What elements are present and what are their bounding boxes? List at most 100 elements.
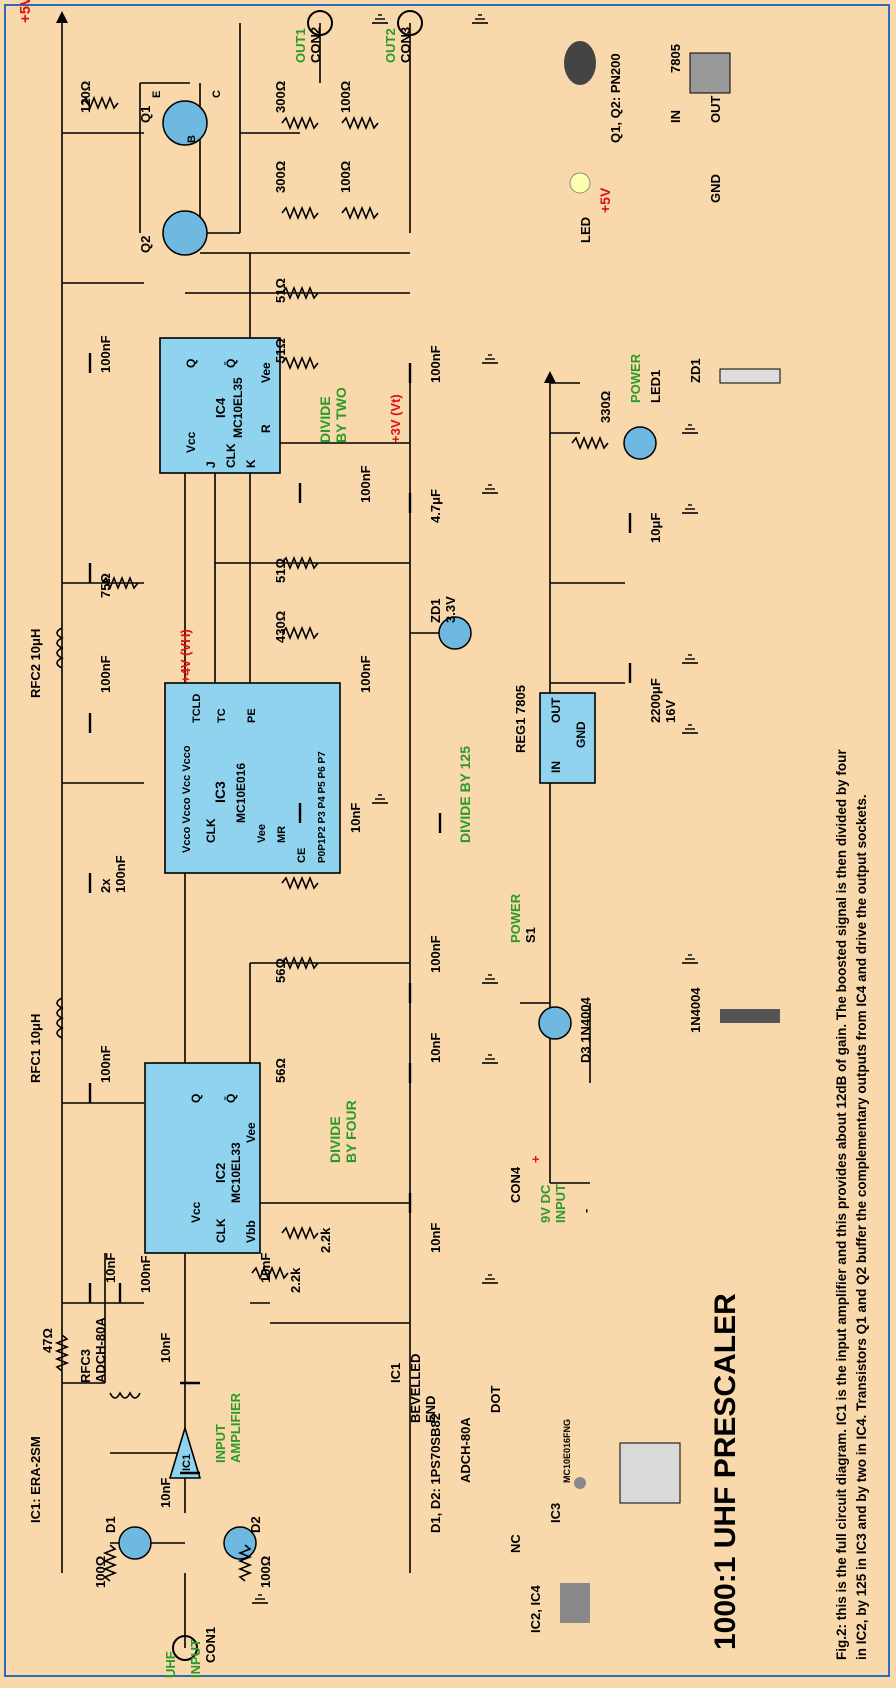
ic4-vee: Vee	[259, 362, 273, 383]
pinout-pictures	[560, 41, 781, 1623]
ic4-j: J	[204, 461, 218, 468]
zd1-symbol	[438, 616, 472, 650]
label-c10nf-ic3: 10nF	[348, 803, 363, 833]
label-r51-a: 51Ω	[273, 558, 288, 583]
ic3-ref: IC3	[212, 781, 228, 803]
label-ic1-amp1: INPUT	[213, 1424, 228, 1463]
label-r430: 430Ω	[273, 611, 288, 643]
pinout-nc: NC	[508, 1534, 523, 1553]
ic4-part: MC10EL35	[231, 377, 245, 438]
label-r100-o2: 100Ω	[338, 81, 353, 113]
con1-connector	[172, 1635, 198, 1661]
zd1-body	[719, 368, 781, 384]
label-c10nf-c: 10nF	[158, 1333, 173, 1363]
ic4-vcc: Vcc	[184, 431, 198, 453]
label-r100-2: 100Ω	[258, 1556, 273, 1588]
label-r75: 75Ω	[98, 573, 113, 598]
label-rfc1: RFC1 10μH	[28, 1014, 43, 1083]
ic3-divide: DIVIDE BY 125	[457, 746, 473, 843]
pinout-zd1: ZD1	[688, 358, 703, 383]
label-con1: CON1	[203, 1627, 218, 1663]
ic3-tc: TC	[216, 708, 228, 723]
ic3-bottom-row: P0P1P2 P3 P4 P5 P6 P7	[317, 751, 328, 863]
1n4004-body	[720, 1009, 780, 1023]
label-input: INPUT	[188, 1639, 203, 1678]
ic2-vbb: Vbb	[244, 1220, 258, 1243]
rail-vt: +3V (Vt)	[388, 394, 403, 443]
label-q2: Q2	[138, 236, 153, 253]
label-d3: D3 1N4004	[578, 996, 593, 1063]
ic1-triangle	[168, 1425, 202, 1479]
rail-vh: +4V (VH)	[178, 629, 193, 683]
capacitors	[88, 353, 632, 1475]
pinout-q1q2: Q1, Q2: PN200	[608, 53, 623, 143]
label-c2200: 2200μF	[648, 678, 663, 723]
page-border	[4, 4, 890, 1677]
caption-area: Fig.2: this is the full circuit diagram.…	[834, 749, 869, 1660]
label-c10nf-e: 10nF	[428, 1223, 443, 1253]
label-r47: 47Ω	[40, 1328, 55, 1353]
ic3-vee: Vee	[256, 824, 268, 843]
label-rfc2: RFC2 10μH	[28, 629, 43, 698]
label-c100nf-ic4: 100nF	[358, 465, 373, 503]
pinout-ic1: IC1	[388, 1363, 403, 1383]
ic4-q: Q	[184, 359, 198, 368]
label-ic1-ref: IC1	[181, 1454, 193, 1471]
label-r51-b: 51Ω	[273, 338, 288, 363]
inductors	[56, 627, 141, 1399]
pinout-ic3-mark: MC10E016FNG	[562, 1419, 572, 1483]
label-r100-o1: 100Ω	[338, 161, 353, 193]
label-c2x: 2x	[98, 878, 113, 893]
label-dcin1: 9V DC	[538, 1184, 553, 1223]
d2-symbol	[223, 1526, 257, 1560]
label-q1-c: C	[211, 90, 223, 98]
label-c2x-b: 100nF	[113, 855, 128, 893]
ic3-clk: CLK	[204, 818, 218, 843]
pinout-reg: 7805	[668, 44, 683, 73]
ic2-qbar: Q̄	[224, 1094, 238, 1103]
label-power-led: POWER	[628, 353, 643, 403]
ic3-pe: PE	[246, 708, 258, 723]
label-r120: 120Ω	[78, 81, 93, 113]
ic3-ce: CE	[296, 848, 308, 863]
reg1-in: IN	[549, 761, 563, 773]
reg1-ref: REG1 7805	[513, 685, 528, 753]
label-plus: +	[528, 1155, 543, 1163]
pn200-body	[564, 41, 596, 85]
label-minus: -	[578, 1209, 593, 1213]
d3-symbol	[538, 1006, 572, 1040]
label-c2200v: 16V	[663, 700, 678, 723]
label-r330: 330Ω	[598, 391, 613, 423]
con2-connector	[307, 10, 333, 36]
ic2-divide2: BY FOUR	[343, 1100, 359, 1163]
label-c10nf-d: 10nF	[258, 1253, 273, 1283]
label-c100nf-a: 100nF	[138, 1255, 153, 1293]
caption-line-2: in IC2, by 125 in IC3 and by two in IC4.…	[854, 794, 869, 1660]
label-c10nf-in: 10nF	[158, 1478, 173, 1508]
label-con3: CON3	[398, 27, 413, 63]
ic4-clk: CLK	[224, 443, 238, 468]
label-rfc3b: ADCH-80A	[93, 1317, 108, 1383]
label-uhf: UHF	[163, 1651, 178, 1678]
label-c100nf-f: 100nF	[428, 935, 443, 973]
led1-symbol	[623, 426, 657, 460]
ic2-part: MC10EL33	[229, 1142, 243, 1203]
reg1-out: OUT	[549, 697, 563, 723]
ic2-q: Q	[189, 1094, 203, 1103]
label-q1-e: E	[151, 91, 163, 98]
ic1-package	[574, 1477, 586, 1489]
label-ic1-desc: IC1: ERA-2SM	[28, 1436, 43, 1523]
rail-plus5v: +5V	[17, 0, 34, 23]
con3-connector	[397, 10, 423, 36]
ic4-block	[159, 337, 281, 474]
label-c100nf-rfc2: 100nF	[98, 655, 113, 693]
title-area: 1000:1 UHF PRESCALER	[709, 1293, 742, 1650]
ic2-ref: IC2	[213, 1163, 228, 1183]
q2-symbol	[162, 210, 208, 256]
rail-plus5v-power: +5V	[597, 187, 613, 213]
label-q1: Q1	[138, 106, 153, 123]
page-title: 1000:1 UHF PRESCALER	[709, 1293, 742, 1650]
pinout-d1d2: D1, D2: 1PS70SB82	[428, 1413, 443, 1533]
label-q1-b: B	[186, 135, 198, 143]
